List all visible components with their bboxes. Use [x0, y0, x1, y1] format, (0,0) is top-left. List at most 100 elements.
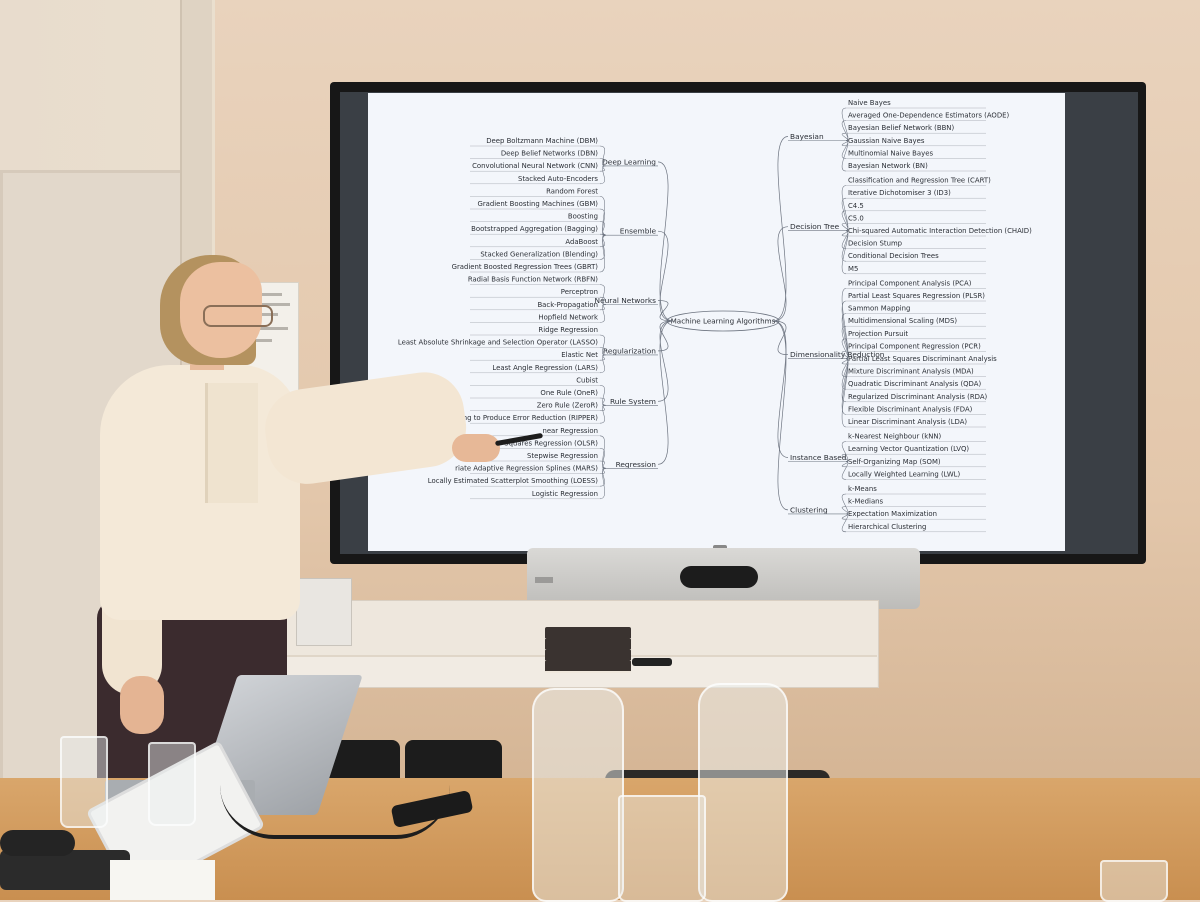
leaf-label: Partial Least Squares Discriminant Analy… [848, 355, 997, 363]
leaf-label: Least Angle Regression (LARS) [492, 364, 598, 372]
leaf-connector [599, 165, 607, 185]
leaf-connector [599, 334, 607, 356]
leaf-label: Linear Discriminant Analysis (LDA) [848, 418, 967, 426]
camera-lens [680, 566, 758, 588]
leaf-label: Quadratic Discriminant Analysis (QDA) [848, 380, 981, 388]
leaf-label: Locally Weighted Learning (LWL) [848, 470, 961, 478]
leaf-connector [841, 513, 849, 533]
branch-label: Dimensionality Reduction [790, 350, 885, 359]
presenter-scarf [205, 383, 258, 503]
water-glass [618, 795, 706, 902]
presenter-right-hand [452, 434, 500, 462]
water-glass [60, 736, 108, 828]
presenter-glasses [203, 305, 273, 327]
leaf-label: Bayesian Belief Network (BBN) [848, 124, 954, 132]
presenter-blouse [100, 365, 300, 620]
leaf-label: Convolutional Neural Network (CNN) [472, 162, 598, 170]
leaf-label: Projection Pursuit [848, 330, 908, 338]
leaf-label: Perceptron [561, 288, 598, 296]
leaf-label: k-Nearest Neighbour (kNN) [848, 433, 942, 441]
leaf-label: C5.0 [848, 214, 864, 222]
branch-connector [657, 320, 674, 465]
leaf-connector [599, 460, 607, 469]
leaf-connector [599, 145, 607, 167]
leaf-label: Stacked Generalization (Blending) [480, 250, 598, 258]
branch-label: Bayesian [790, 132, 824, 141]
leaf-connector [599, 448, 607, 469]
leaf-label: C4.5 [848, 202, 864, 210]
leaf-connector [841, 358, 849, 428]
leaf-connector [599, 405, 607, 424]
leaf-label: Random Forest [546, 187, 598, 195]
leaf-label: Logistic Regression [532, 490, 598, 498]
root-label: Machine Learning Algorithms [671, 317, 776, 326]
leaf-label: AdaBoost [565, 238, 598, 246]
leaf-label: Back-Propagation [537, 301, 598, 309]
branch-label: Ensemble [620, 227, 657, 236]
leaf-connector [599, 347, 607, 356]
leaf-label: Cubist [576, 376, 598, 384]
book [545, 660, 631, 673]
leaf-label: Self-Organizing Map (SOM) [848, 458, 941, 466]
leaf-label: Radial Basis Function Network (RBFN) [468, 276, 598, 284]
leaf-label: Stacked Auto-Encoders [518, 175, 598, 183]
branch-connector [657, 300, 674, 322]
paper-sheet [110, 860, 215, 900]
leaf-label: Iterative Dichotomiser 3 (ID3) [848, 189, 951, 197]
leaf-connector [841, 230, 849, 275]
branch-connector [657, 230, 674, 322]
leaf-label: Gradient Boosting Machines (GBM) [478, 200, 599, 208]
leaf-label: Principal Component Regression (PCR) [848, 342, 981, 350]
leaf-label: Repeated Incremental Pruning to Produce … [368, 414, 598, 422]
water-glass [148, 742, 196, 826]
leaf-label: Regularized Discriminant Analysis (RDA) [848, 393, 988, 401]
leaf-connector [599, 296, 607, 305]
leaf-label: Bootstrapped Aggregation (Bagging) [471, 225, 598, 233]
leaf-connector [599, 385, 607, 406]
leaf-label: Averaged One-Dependence Estimators (AODE… [848, 112, 1009, 120]
branch-label: Rule System [610, 397, 656, 406]
branch-label: Clustering [790, 505, 828, 514]
leaf-label: Deep Boltzmann Machine (DBM) [486, 137, 598, 145]
leaf-connector [599, 284, 607, 305]
leaf-label: Expectation Maximization [848, 510, 937, 518]
leaf-label: Multinomial Naive Bayes [848, 149, 933, 157]
leaf-label: M5 [848, 265, 858, 273]
leaf-label: Hierarchical Clustering [848, 523, 926, 531]
leaf-label: Least Absolute Shrinkage and Selection O… [398, 339, 598, 347]
wall-outlet [296, 578, 352, 646]
leaf-label: Mixture Discriminant Analysis (MDA) [848, 368, 974, 376]
branch-label: Regression [616, 460, 657, 469]
keyboard [0, 850, 130, 890]
leaf-connector [599, 304, 607, 323]
leaf-label: Locally Estimated Scatterplot Smoothing … [428, 477, 599, 485]
presenter-face [180, 262, 262, 358]
water-carafe [698, 683, 788, 902]
leaf-label: Decision Stump [848, 240, 902, 248]
leaf-connector [599, 468, 607, 500]
leaf-label: Zero Rule (ZeroR) [537, 402, 599, 410]
leaf-label: Principal Component Analysis (PCA) [848, 279, 972, 287]
branch-label: Deep Learning [602, 157, 656, 166]
leaf-connector [599, 234, 607, 273]
leaf-label: Hopfield Network [538, 313, 598, 321]
leaf-connector [599, 435, 607, 469]
leaf-label: near Regression [542, 427, 598, 435]
branch-label: Neural Networks [595, 296, 657, 305]
leaf-label: Classification and Regression Tree (CART… [848, 177, 991, 185]
water-glass [1100, 860, 1168, 902]
branch-connector [657, 161, 674, 322]
small-remote [632, 658, 672, 666]
presenter-left-hand [120, 676, 164, 734]
branch-connector [772, 320, 789, 511]
leaf-label: k-Means [848, 485, 877, 493]
leaf-label: Multidimensional Scaling (MDS) [848, 317, 957, 325]
leaf-label: Chi-squared Automatic Interaction Detect… [848, 227, 1032, 235]
leaf-label: Bayesian Network (BN) [848, 162, 928, 170]
leaf-label: Stepwise Regression [527, 452, 598, 460]
branch-connector [772, 226, 789, 322]
leaf-label: Gaussian Naive Bayes [848, 137, 925, 145]
cable [220, 785, 450, 839]
leaf-label: Ridge Regression [538, 326, 598, 334]
leaf-label: Elastic Net [561, 351, 598, 359]
